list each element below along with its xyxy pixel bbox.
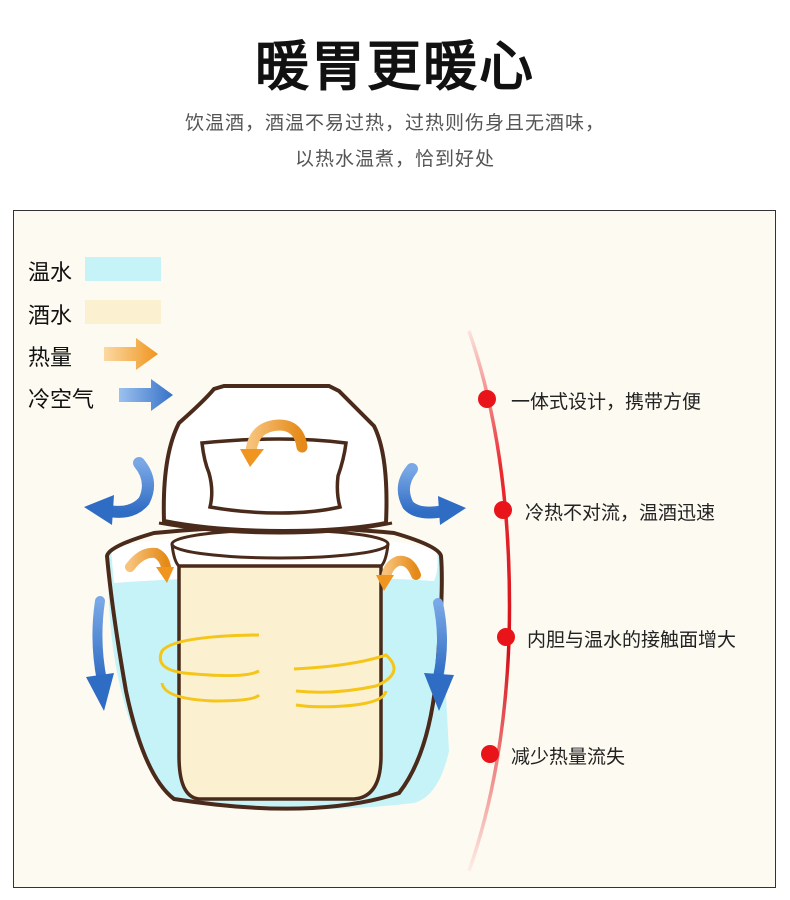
feature-label-2: 冷热不对流，温酒迅速: [525, 502, 716, 524]
legend-cold-arrow-icon: [119, 379, 173, 411]
page-title: 暖胃更暖心: [255, 34, 535, 98]
heat-arrow-left: [156, 567, 174, 583]
feature-label-1: 一体式设计，携带方便: [511, 391, 702, 413]
cold-arrow-top-left: [84, 495, 114, 525]
legend-label-wine: 酒水: [28, 304, 73, 329]
feature-curve-line: [467, 330, 512, 872]
legend-label-water: 温水: [28, 261, 73, 286]
heat-arrow-lid: [240, 449, 264, 467]
legend-swatch-water: [85, 257, 161, 281]
cold-arrow-left: [86, 673, 114, 711]
subtitle-line-1: 饮温酒，酒温不易过热，过热则伤身且无酒味，: [184, 112, 605, 134]
legend-label-cold-air: 冷空气: [28, 388, 95, 413]
feature-label-3: 内胆与温水的接触面增大: [527, 629, 737, 651]
inner-wine-container: [177, 564, 383, 801]
subtitle-line-2: 以热水温煮，恰到好处: [294, 148, 495, 170]
legend-swatch-wine: [85, 300, 161, 324]
outer-vessel-outline: [104, 525, 444, 811]
heat-arrow-right: [376, 575, 394, 591]
feature-dot-3: [497, 628, 515, 646]
legend-label-heat: 热量: [28, 346, 73, 371]
swirl-left: [158, 633, 260, 678]
swirl-right: [293, 653, 396, 694]
lid-outline: [161, 384, 389, 534]
feature-dot-1: [478, 390, 496, 408]
cold-arrow-top-right: [438, 496, 466, 525]
feature-dot-2: [494, 501, 512, 519]
cold-arrow-right: [424, 673, 454, 711]
water-fill: [108, 551, 449, 810]
legend-heat-arrow-icon: [104, 338, 158, 370]
feature-dot-4: [481, 745, 499, 763]
feature-label-4: 减少热量流失: [511, 746, 626, 768]
diagram-panel: 温水 酒水 热量 冷空气: [13, 210, 776, 888]
